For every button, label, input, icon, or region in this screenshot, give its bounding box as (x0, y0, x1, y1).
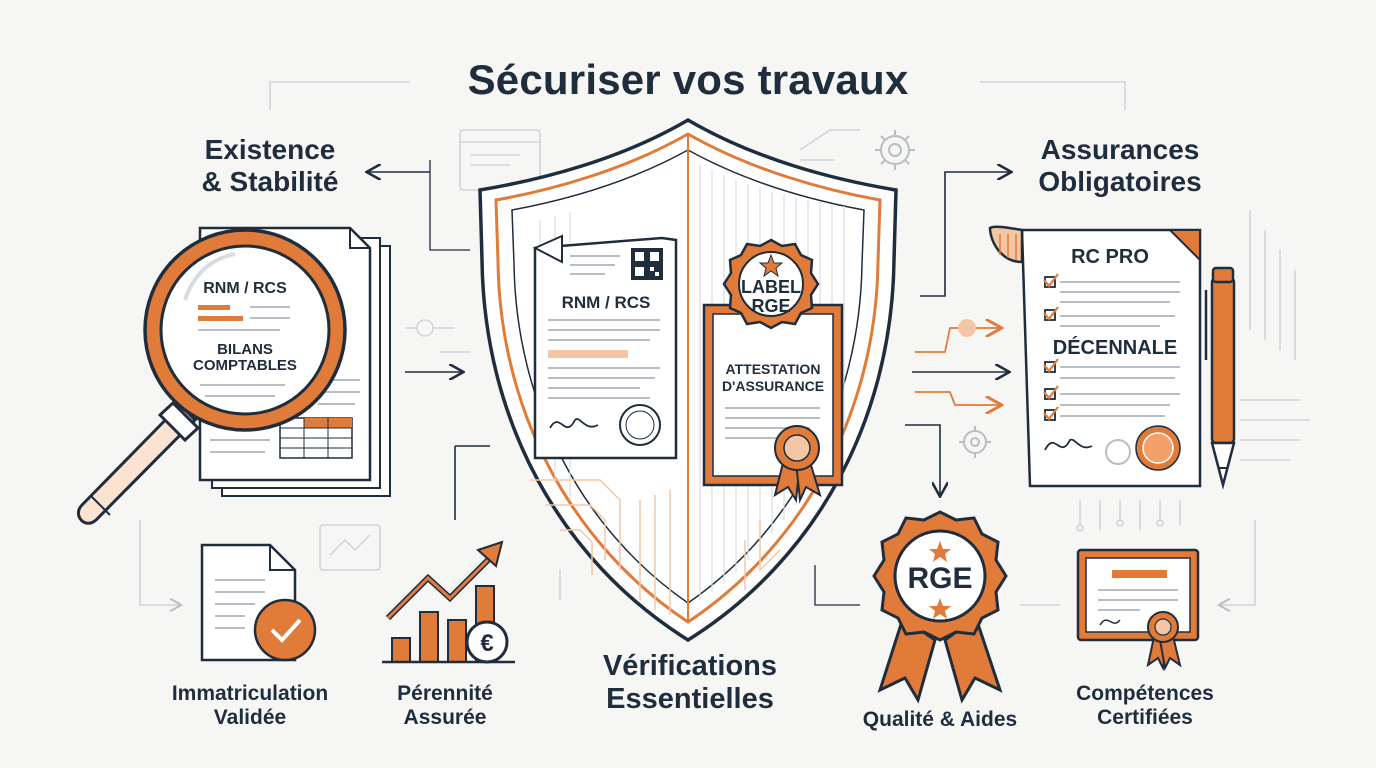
caption-competences-line2: Certifiées (1097, 706, 1193, 730)
magnifier-bilans-line2: COMPTABLES (193, 356, 297, 374)
shield-cert-attestation (702, 303, 844, 487)
shield (478, 117, 898, 643)
magnifier-rnm-label: RNM / RCS (203, 280, 287, 297)
page-title: Sécuriser vos travaux (467, 56, 909, 103)
caption-immatriculation: Immatriculation Validée (155, 682, 345, 730)
caption-perennite-line2: Assurée (403, 706, 487, 730)
insurance-scroll (988, 225, 1202, 488)
caption-verifications: Vérifications Essentielles (560, 650, 820, 717)
orange-flow-arrows (915, 328, 1000, 405)
magnifier-icon (76, 228, 347, 525)
shield-rnm-label: RNM / RCS (561, 293, 651, 312)
circuit-traces (139, 81, 1310, 605)
magnifier-bilans-line1: BILANS (217, 341, 273, 358)
label-rge-text: LABEL RGE (731, 278, 811, 316)
caption-verifications-line2: Essentielles (606, 683, 774, 716)
rc-pro-label: RC PRO (1071, 246, 1149, 268)
assurances-heading-line2: Obligatoires (1038, 166, 1202, 198)
assurances-heading-line1: Assurances (1040, 134, 1200, 165)
attestation-text: ATTESTATION D'ASSURANCE (706, 361, 840, 395)
existence-heading: Existence & Stabilité (150, 134, 390, 198)
label-rge-line2: RGE (751, 295, 791, 316)
svg-text:€: € (480, 630, 493, 657)
attestation-line2: D'ASSURANCE (721, 377, 825, 394)
shield-doc-rnm (532, 234, 678, 460)
flow-node (958, 319, 976, 337)
connectors (368, 172, 1010, 520)
caption-qualite: Qualité & Aides (862, 708, 1018, 731)
small-rosette-icon (773, 425, 822, 504)
label-rge-badge (722, 238, 820, 330)
pen-icon (1204, 266, 1236, 490)
attestation-line1: ATTESTATION (725, 361, 821, 377)
rge-rosette-label: RGE (907, 562, 973, 595)
label-rge-line1: LABEL (741, 277, 801, 297)
caption-perennite-line1: Pérennité (397, 682, 493, 705)
small-gear-icon (959, 426, 991, 458)
caption-verifications-line1: Vérifications (602, 650, 778, 682)
assurances-heading: Assurances Obligatoires (1000, 134, 1240, 198)
caption-perennite: Pérennité Assurée (370, 682, 520, 730)
caption-immatriculation-line1: Immatriculation (171, 682, 329, 705)
rge-rosette-icon (872, 510, 1008, 704)
caption-competences-line1: Compétences (1076, 682, 1214, 705)
existence-heading-line2: & Stabilité (201, 166, 339, 198)
magnifier-bilans-label: BILANS COMPTABLES (175, 342, 315, 374)
existence-heading-line1: Existence (204, 134, 336, 165)
caption-competences: Compétences Certifiées (1050, 682, 1240, 730)
caption-immatriculation-line2: Validée (213, 706, 287, 730)
gear-icon (875, 130, 915, 170)
growth-chart-icon: € (382, 540, 515, 664)
certificate-icon (1076, 548, 1200, 672)
validated-document-icon (200, 543, 317, 662)
decennale-label: DÉCENNALE (1052, 337, 1178, 359)
